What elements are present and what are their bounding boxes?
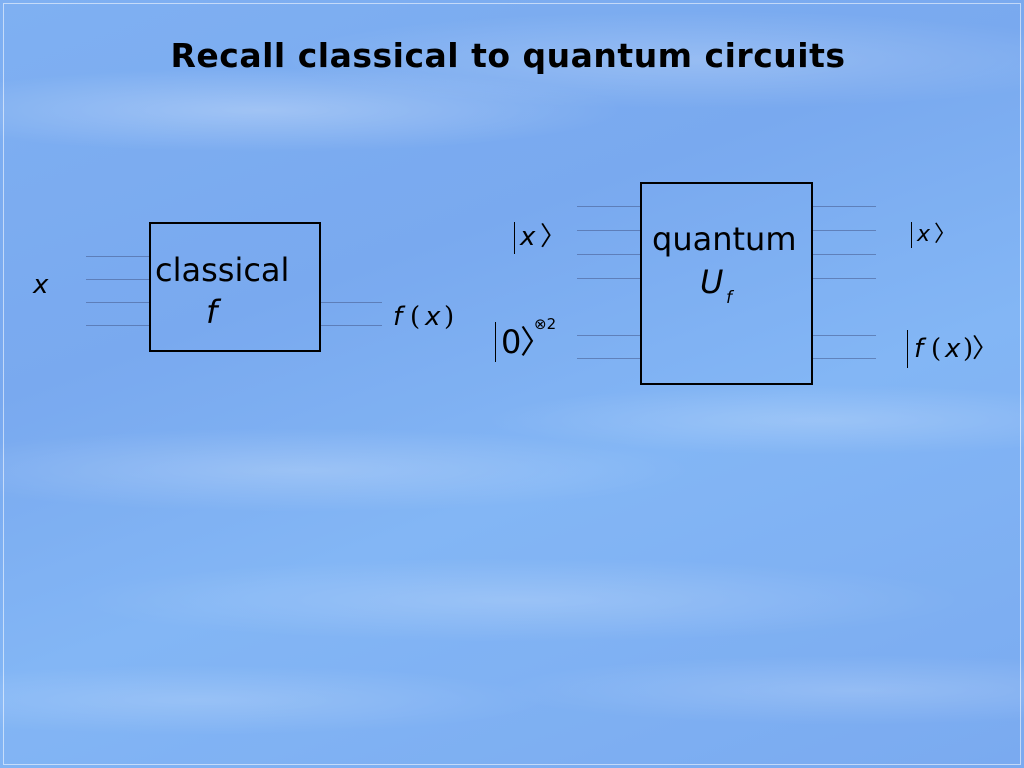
slide-title: Recall classical to quantum circuits — [170, 36, 846, 75]
classical-input-label: x — [33, 270, 49, 300]
quantum-output-wire — [812, 358, 876, 359]
quantum-input-wire — [577, 206, 641, 207]
quantum-output-wire — [812, 278, 876, 279]
close-paren: ) — [963, 334, 974, 364]
quantum-output-func: f — [914, 334, 924, 364]
open-paren: ( — [410, 302, 421, 332]
ket-bar — [907, 330, 908, 368]
ket-angle: 〉 — [934, 222, 957, 247]
ket-bar — [495, 322, 496, 362]
quantum-input-wire — [577, 230, 641, 231]
classical-input-wire — [86, 279, 150, 280]
classical-output-wire — [320, 302, 382, 303]
classical-output-func: f — [393, 302, 403, 332]
quantum-input-wire — [577, 335, 641, 336]
quantum-unitary-box — [640, 182, 813, 385]
classical-input-wire — [86, 256, 150, 257]
classical-box-label: classical — [155, 251, 290, 289]
quantum-input-zero: 0 — [501, 323, 522, 361]
close-paren: ) — [444, 302, 455, 332]
ket-angle: 〉 — [540, 222, 567, 252]
quantum-output-arg: x — [945, 334, 961, 364]
classical-input-wire — [86, 325, 150, 326]
quantum-output-x: x — [917, 222, 931, 247]
classical-box-function: f — [206, 293, 218, 331]
quantum-box-label: quantum — [652, 220, 797, 258]
quantum-tensor-power: ⊗2 — [534, 315, 557, 333]
ket-bar — [911, 222, 912, 248]
quantum-output-wire — [812, 335, 876, 336]
quantum-output-wire — [812, 206, 876, 207]
quantum-box-U: U — [700, 263, 724, 301]
ket-angle: 〉 — [972, 334, 999, 364]
quantum-box-U-subscript: f — [726, 288, 732, 308]
quantum-output-wire — [812, 254, 876, 255]
quantum-input-wire — [577, 278, 641, 279]
classical-output-arg: x — [425, 302, 441, 332]
open-paren: ( — [931, 334, 942, 364]
slide-frame — [3, 3, 1021, 765]
quantum-input-wire — [577, 358, 641, 359]
quantum-input-x: x — [520, 222, 536, 252]
classical-input-wire — [86, 302, 150, 303]
ket-bar — [514, 222, 515, 254]
classical-output-wire — [320, 325, 382, 326]
quantum-output-wire — [812, 230, 876, 231]
classical-function-box — [149, 222, 321, 352]
ket-angle: 〉 — [520, 323, 553, 361]
quantum-input-wire — [577, 254, 641, 255]
